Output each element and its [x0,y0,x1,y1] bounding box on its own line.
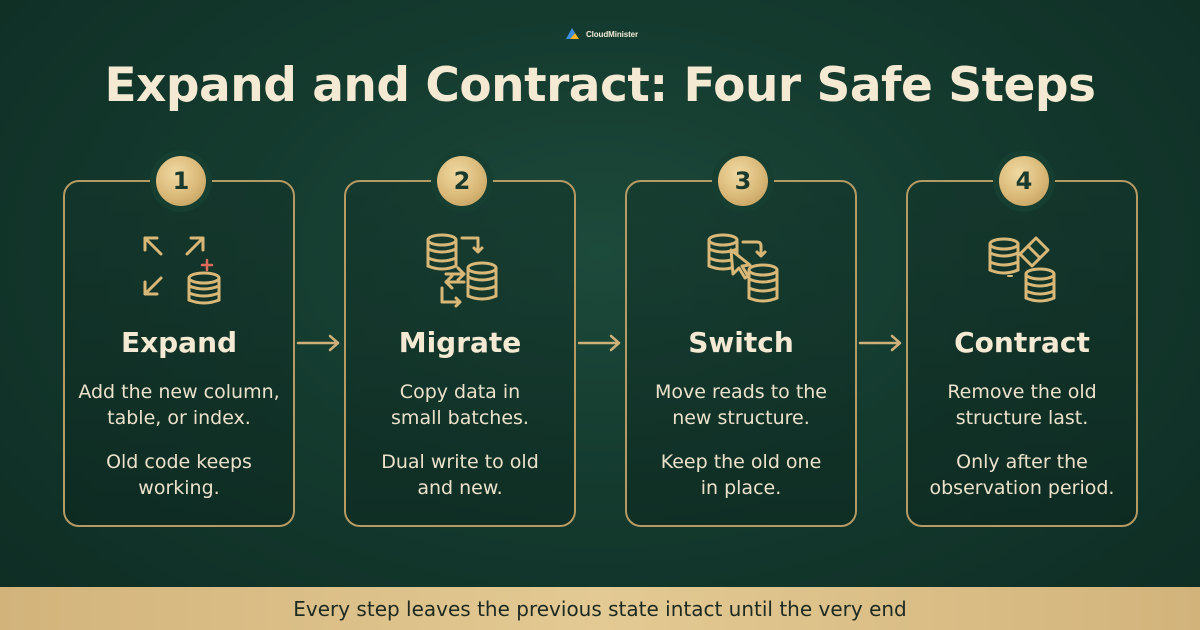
step-card-contract: 4 Contract Remove the old structure last… [906,156,1138,527]
step-title: Switch [688,326,794,359]
step-description-primary: Remove the old structure last. [947,381,1097,429]
migrate-database-icon [426,233,498,308]
step-description-secondary: Keep the old one in place. [660,451,822,499]
footer-text: Every step leaves the previous state int… [293,596,907,621]
step-description-secondary: Dual write to old and new. [381,451,539,499]
step-description-secondary: Old code keeps working. [106,451,252,499]
step-number-badge: 4 [999,156,1049,206]
arrow-right-icon [858,334,902,352]
step-description-primary: Move reads to the new structure. [654,381,827,429]
expand-database-icon [143,236,221,305]
step-card-switch: 3 Switch Move reads to the new structure… [625,156,857,527]
step-title: Expand [120,326,238,359]
step-number-badge: 1 [156,156,206,206]
footer-banner: Every step leaves the previous state int… [0,587,1200,630]
contract-database-icon [988,236,1056,303]
cloud-logo-icon [565,28,579,39]
brand-name: CloudMinister [585,29,639,39]
step-title: Contract [954,326,1090,359]
step-number-badge: 3 [718,156,768,206]
step-title: Migrate [398,326,522,359]
step-description-secondary: Only after the observation period. [929,451,1115,499]
arrow-right-icon [296,334,340,352]
page-title: Expand and Contract: Four Safe Steps [104,58,1096,113]
step-card-migrate: 2 Migrate Copy data in small batches. Du… [344,156,576,527]
step-number-badge: 2 [437,156,487,206]
brand: CloudMinister [0,24,1200,44]
step-card-expand: 1 Expand Add the new column, table, or i… [63,156,295,527]
step-description-primary: Copy data in small batches. [391,381,529,429]
arrow-right-icon [577,334,621,352]
step-description-primary: Add the new column, table, or index. [78,381,280,429]
switch-database-icon [707,233,779,303]
